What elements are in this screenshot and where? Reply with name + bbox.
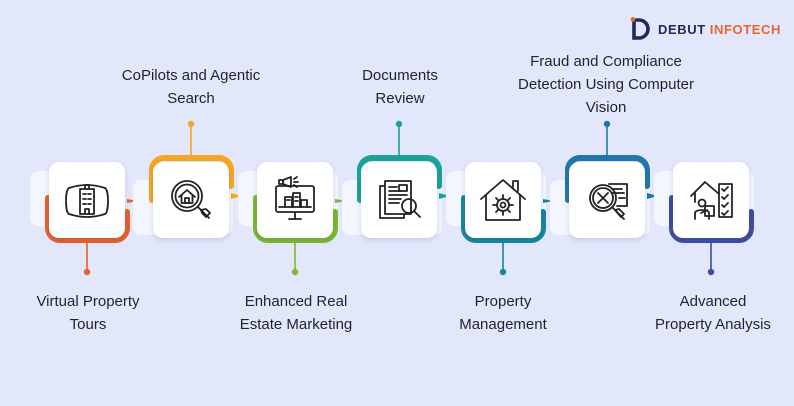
step-label-line: Search bbox=[167, 90, 215, 107]
step-label-documents-review: Documents Review bbox=[332, 64, 468, 110]
step-label-line: Property bbox=[474, 293, 532, 310]
house-search-magnifier-icon bbox=[171, 180, 211, 219]
step-card-virtual-property-tours bbox=[49, 162, 125, 238]
step-label-line: Detection Using Computer bbox=[518, 76, 694, 93]
step-label-line: Management bbox=[459, 316, 547, 333]
documents-magnifier-icon bbox=[379, 180, 421, 219]
brand-logo: DEBUT INFOTECH bbox=[628, 16, 781, 42]
virtual-tour-360-building-icon bbox=[65, 184, 109, 218]
step-label-line: Fraud and Compliance bbox=[530, 53, 682, 70]
marketing-monitor-megaphone-icon bbox=[275, 176, 315, 220]
step-label-line: Documents bbox=[362, 67, 438, 84]
step-card-fraud-compliance-detection bbox=[569, 162, 645, 238]
step-label-advanced-property-analysis: Advanced Property Analysis bbox=[638, 290, 788, 336]
step-label-property-management: Property Management bbox=[430, 290, 576, 336]
step-label-line: CoPilots and Agentic bbox=[121, 67, 261, 84]
step-card-advanced-property-analysis bbox=[673, 162, 749, 238]
step-label-virtual-property-tours: Virtual Property Tours bbox=[10, 290, 166, 336]
property-analysis-checklist-icon bbox=[690, 181, 733, 220]
brand-name-accent: INFOTECH bbox=[709, 21, 782, 37]
step-label-line: Enhanced Real bbox=[244, 293, 348, 310]
step-label-copilots-agentic-search: CoPilots and Agentic Search bbox=[96, 64, 286, 110]
step-label-line: Estate Marketing bbox=[239, 316, 353, 333]
step-label-line: Review bbox=[375, 90, 425, 107]
fraud-detection-x-icon bbox=[589, 183, 628, 220]
step-card-property-management bbox=[465, 162, 541, 238]
step-card-documents-review bbox=[361, 162, 437, 238]
house-gear-icon bbox=[480, 179, 526, 221]
debut-d-logo-icon bbox=[630, 17, 650, 40]
step-label-line: Virtual Property bbox=[36, 293, 140, 310]
step-label-line: Advanced bbox=[679, 293, 747, 310]
step-label-line: Tours bbox=[69, 316, 107, 333]
step-label-line: Property Analysis bbox=[655, 316, 771, 333]
brand-name-primary: DEBUT bbox=[658, 21, 706, 37]
step-label-fraud-compliance-detection: Fraud and Compliance Detection Using Com… bbox=[492, 50, 720, 119]
step-label-line: Vision bbox=[585, 99, 627, 116]
step-card-enhanced-real-estate-marketing bbox=[257, 162, 333, 238]
step-card-copilots-agentic-search bbox=[153, 162, 229, 238]
step-label-enhanced-real-estate-marketing: Enhanced Real Estate Marketing bbox=[218, 290, 374, 336]
